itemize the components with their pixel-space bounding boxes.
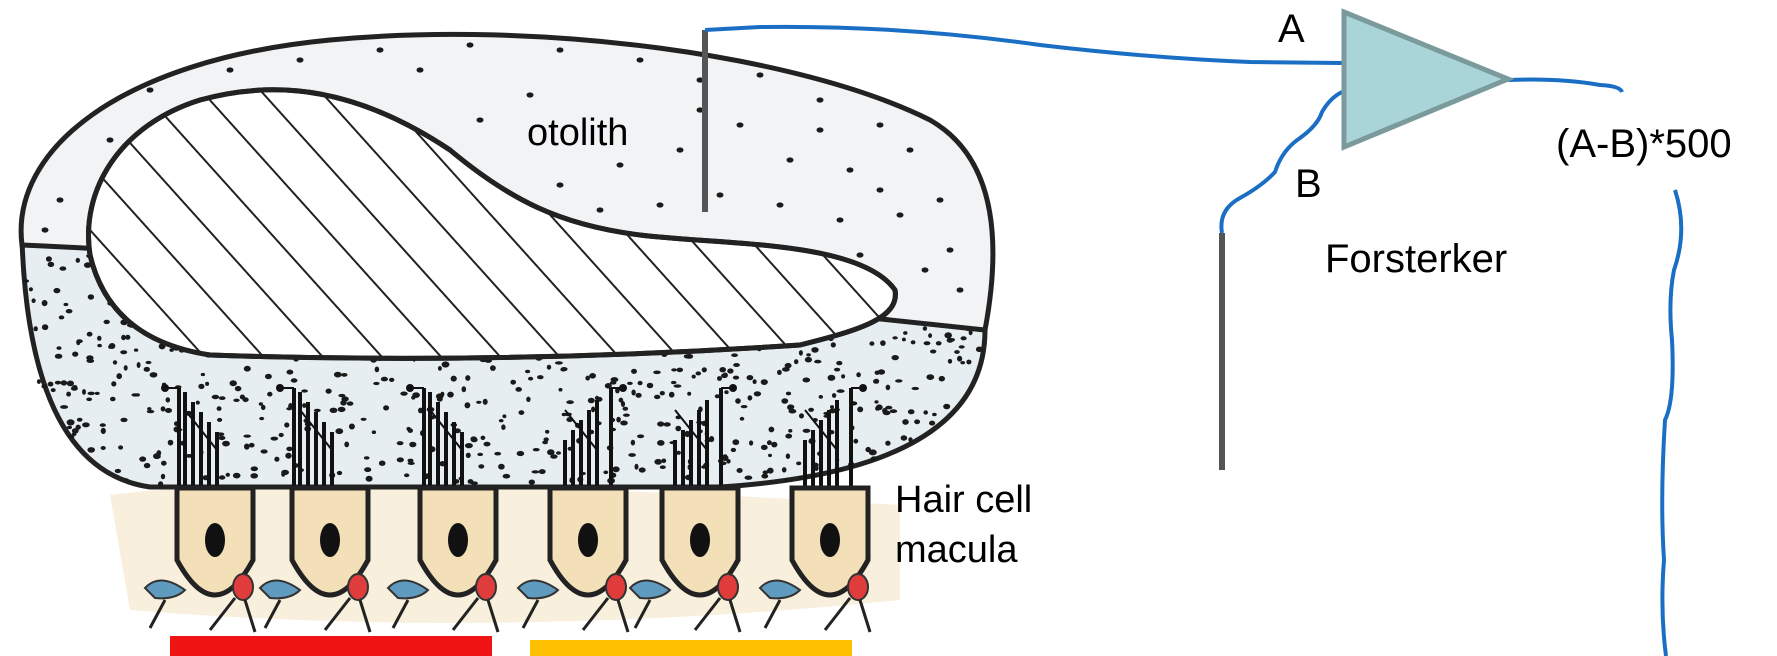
red-region-bar bbox=[170, 636, 492, 656]
yellow-region-bar bbox=[530, 640, 852, 656]
triangle-amplifier-icon bbox=[1344, 12, 1508, 147]
otolith-label: otolith bbox=[527, 112, 628, 154]
macula-label: macula bbox=[895, 529, 1018, 571]
hair-cell-label: Hair cell bbox=[895, 479, 1032, 521]
wire-output bbox=[1508, 80, 1681, 656]
input-b-label: B bbox=[1295, 162, 1322, 206]
wire-b bbox=[1221, 92, 1342, 233]
otolith-organ-illustration: otolith Hair cell macula bbox=[21, 34, 1032, 656]
wire-a bbox=[705, 27, 1342, 63]
input-a-label: A bbox=[1278, 7, 1305, 51]
amplifier-label: Forsterker bbox=[1325, 237, 1507, 281]
output-formula-label: (A-B)*500 bbox=[1556, 122, 1732, 166]
